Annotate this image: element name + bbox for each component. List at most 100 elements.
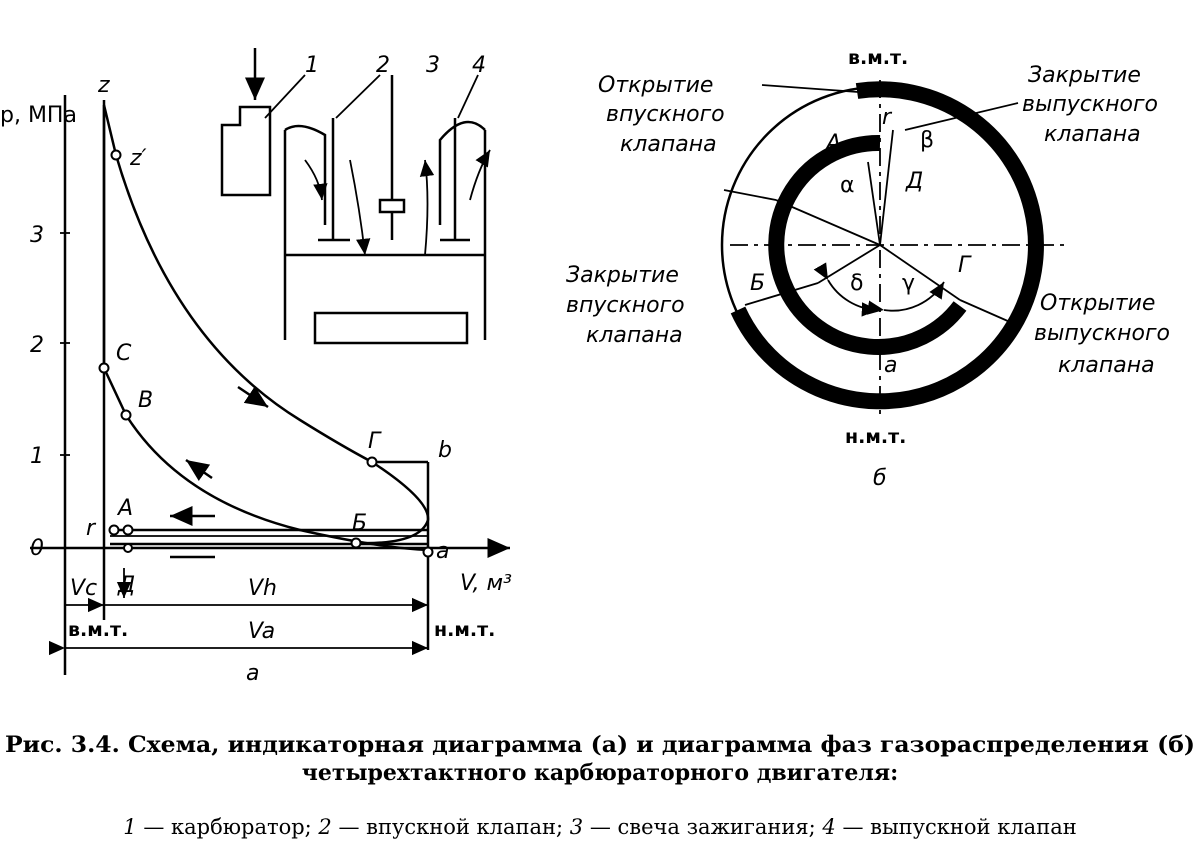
exhaust-close-l1: Закрытие bbox=[1028, 63, 1141, 88]
label-b: B bbox=[138, 388, 153, 413]
indicator-diagram: р, МПа 0 1 2 3 V, м³ z z′ C B bbox=[0, 73, 512, 686]
part-label-4: 4 bbox=[472, 53, 486, 78]
radius-2 bbox=[817, 244, 881, 284]
intake-close-l2: впускного bbox=[566, 293, 685, 318]
legend-num-1: 1 bbox=[123, 815, 136, 839]
expansion-arrow bbox=[237, 385, 269, 409]
legend-text-4: — выпускной клапан bbox=[836, 815, 1077, 839]
compression-arrow bbox=[185, 458, 213, 482]
legend-num-3: 3 bbox=[570, 815, 583, 839]
phase-top-label: в.м.т. bbox=[848, 47, 908, 69]
exhaust-close-leader bbox=[904, 102, 1019, 131]
label-vmt: в.м.т. bbox=[68, 619, 128, 641]
intake-open-l3: клапана bbox=[620, 132, 717, 157]
flow-arrow-4 bbox=[469, 149, 491, 201]
caption-line-1: Рис. 3.4. Схема, индикаторная диаграмма … bbox=[5, 732, 1195, 758]
phase-label-b: Б bbox=[750, 271, 765, 296]
part-label-3: 3 bbox=[426, 53, 440, 78]
alpha-ray bbox=[867, 161, 881, 246]
exhaust-close-l2: выпускного bbox=[1022, 92, 1158, 117]
engine-schematic: 1 2 3 4 bbox=[220, 48, 491, 345]
radius-ext-1 bbox=[723, 189, 777, 201]
indicator-sub-label: а bbox=[246, 661, 259, 686]
leader-2 bbox=[335, 74, 381, 119]
exhaust-close-l3: клапана bbox=[1044, 122, 1141, 147]
y-axis-label: р, МПа bbox=[0, 103, 77, 128]
point-d bbox=[123, 543, 133, 553]
exhaust-open-l2: выпускного bbox=[1034, 321, 1170, 346]
combustion-expansion-curve bbox=[102, 104, 428, 464]
part-label-1: 1 bbox=[305, 53, 319, 78]
phase-sub-label: б bbox=[873, 466, 887, 491]
point-r bbox=[108, 524, 120, 536]
exhaust-open-l1: Открытие bbox=[1040, 291, 1155, 316]
point-b-soft bbox=[350, 537, 362, 549]
intake-close-l3: клапана bbox=[586, 323, 683, 348]
flow-arrow-2 bbox=[349, 159, 371, 256]
legend-line: 1 — карбюратор; 2 — впускной клапан; 3 —… bbox=[123, 815, 1076, 839]
beta-ray bbox=[879, 129, 894, 246]
x-axis-label: V, м³ bbox=[460, 571, 512, 596]
radius-ext-3 bbox=[744, 282, 819, 306]
y-tick-label-3: 3 bbox=[30, 223, 44, 248]
label-z: z bbox=[97, 73, 110, 98]
phase-diagram: в.м.т. н.м.т. б Открытие впускного клапа… bbox=[566, 47, 1170, 491]
phase-label-a-small: a bbox=[884, 353, 897, 378]
point-a-cyr bbox=[122, 524, 134, 536]
intake-exhaust-ports bbox=[284, 120, 486, 225]
flow-arrow-1 bbox=[304, 159, 328, 201]
radius-ext-2 bbox=[959, 299, 1011, 323]
carburetor-icon bbox=[220, 105, 272, 197]
spark-plug-cap bbox=[378, 198, 406, 214]
flow-arrow-3 bbox=[419, 159, 435, 256]
label-b-small: b bbox=[438, 438, 452, 463]
label-c: C bbox=[116, 341, 132, 366]
intake-open-leader bbox=[761, 84, 859, 93]
radius-1 bbox=[775, 199, 881, 246]
part-label-2: 2 bbox=[376, 53, 390, 78]
point-a bbox=[422, 546, 434, 558]
label-a: a bbox=[436, 539, 449, 564]
phase-label-g: Г bbox=[958, 253, 972, 278]
phase-bottom-label: н.м.т. bbox=[845, 426, 906, 448]
label-z-prime: z′ bbox=[129, 146, 147, 171]
label-vc: Vc bbox=[70, 576, 97, 601]
phase-alpha: α bbox=[840, 173, 855, 198]
y-tick-label-0: 0 bbox=[30, 536, 44, 561]
label-b-soft: Б bbox=[352, 511, 367, 536]
exhaust-curve bbox=[355, 460, 430, 545]
label-nmt: н.м.т. bbox=[434, 619, 495, 641]
label-g: Г bbox=[368, 429, 382, 454]
phase-label-a: А bbox=[824, 131, 841, 156]
intake-phase-arc bbox=[768, 134, 967, 355]
label-va: Va bbox=[248, 619, 275, 644]
compression-curve bbox=[102, 367, 429, 552]
legend-num-4: 4 bbox=[821, 815, 835, 839]
legend-text-3: — свеча зажигания; bbox=[583, 815, 822, 839]
label-a-cyr: A bbox=[116, 496, 133, 521]
gamma-arc bbox=[866, 281, 945, 315]
label-d: Д bbox=[117, 573, 135, 598]
legend-text-1: — карбюратор; bbox=[137, 815, 319, 839]
legend-num-2: 2 bbox=[317, 815, 331, 839]
radius-3 bbox=[879, 244, 961, 301]
intake-open-l2: впускного bbox=[606, 102, 725, 127]
phase-delta: δ bbox=[850, 271, 863, 296]
intake-close-l1: Закрытие bbox=[566, 263, 679, 288]
leader-4 bbox=[457, 74, 479, 119]
legend-text-2: — впускной клапан; bbox=[332, 815, 570, 839]
point-g bbox=[366, 456, 378, 468]
point-b bbox=[120, 409, 132, 421]
y-tick-label-2: 2 bbox=[30, 333, 44, 358]
exhaust-open-l3: клапана bbox=[1058, 353, 1155, 378]
y-tick-label-1: 1 bbox=[30, 444, 44, 469]
phase-beta: β bbox=[920, 128, 934, 153]
phase-label-d: Д bbox=[905, 169, 923, 194]
phase-label-r: r bbox=[882, 105, 893, 130]
label-r: r bbox=[86, 516, 97, 541]
leader-1 bbox=[264, 74, 306, 119]
point-c bbox=[98, 362, 110, 374]
phase-gamma: γ bbox=[902, 271, 915, 296]
point-z-prime bbox=[110, 149, 122, 161]
